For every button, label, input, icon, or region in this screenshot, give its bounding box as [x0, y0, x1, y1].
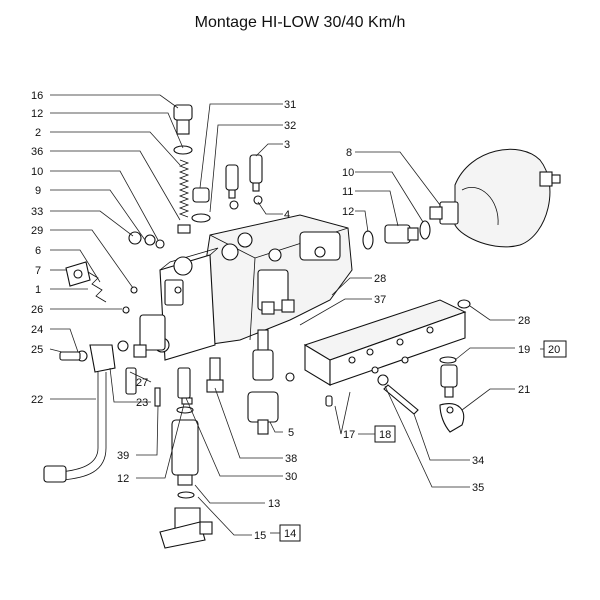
- callout-10-right: 10: [342, 167, 354, 179]
- callout-19: 19: [518, 344, 530, 356]
- manifold-plate: [303, 299, 467, 386]
- callout-26: 26: [31, 304, 43, 316]
- callout-38: 38: [285, 453, 297, 465]
- callout-22: 22: [31, 394, 43, 406]
- callout-25: 25: [31, 344, 43, 356]
- callout-3: 3: [284, 139, 290, 151]
- callout-11: 11: [342, 186, 353, 198]
- callout-32: 32: [284, 120, 296, 132]
- elbow-fitting: [439, 356, 465, 433]
- callout-15: 15: [254, 530, 266, 542]
- diagram-title: Montage HI-LOW 30/40 Km/h: [194, 14, 406, 31]
- valve-body: [199, 214, 353, 346]
- callout-13: 13: [268, 498, 280, 510]
- callout-12: 12: [31, 108, 43, 120]
- callout-8: 8: [346, 147, 352, 159]
- callout-12-lower: 12: [117, 473, 129, 485]
- callout-14: 14: [284, 528, 296, 540]
- callout-27: 27: [136, 377, 148, 389]
- callout-17: 17: [343, 429, 355, 441]
- callout-36: 36: [31, 146, 43, 158]
- callout-28-right: 28: [518, 315, 530, 327]
- callout-1: 1: [35, 284, 41, 296]
- callout-28: 28: [374, 273, 386, 285]
- callout-4: 4: [284, 209, 290, 221]
- valve-front-block: [139, 247, 219, 361]
- callout-23: 23: [136, 397, 148, 409]
- callout-18: 18: [379, 429, 391, 441]
- leader-lines: [49, 94, 515, 536]
- plug: [173, 104, 193, 155]
- solenoid-lower: [159, 367, 213, 549]
- hydraulic-pipe: [43, 344, 116, 483]
- callout-24: 24: [31, 324, 43, 336]
- accumulator-sphere: [429, 148, 561, 248]
- callout-12-right: 12: [342, 206, 354, 218]
- spring: [177, 159, 191, 234]
- union-fitting: [191, 187, 211, 223]
- solenoid: [206, 329, 279, 435]
- bracket: [59, 231, 165, 362]
- callout-39: 39: [117, 450, 129, 462]
- callout-29: 29: [31, 225, 43, 237]
- callout-33: 33: [31, 206, 43, 218]
- callout-30: 30: [285, 471, 297, 483]
- callout-31: 31: [284, 99, 296, 111]
- pressure-switch: [225, 154, 263, 210]
- callout-6: 6: [35, 245, 41, 257]
- callout-20: 20: [548, 344, 560, 356]
- callout-10: 10: [31, 166, 43, 178]
- callout-9: 9: [35, 185, 41, 197]
- callout-21: 21: [518, 384, 530, 396]
- callout-34: 34: [472, 455, 484, 467]
- callout-5: 5: [288, 427, 294, 439]
- callout-7: 7: [35, 265, 41, 277]
- callout-labels: 16 12 2 36 10 9 33 29 6 7 1 26 24 25 22 …: [31, 90, 560, 542]
- callout-37: 37: [374, 294, 386, 306]
- callout-2: 2: [35, 127, 41, 139]
- callout-35: 35: [472, 482, 484, 494]
- adapter-fitting: [362, 220, 431, 250]
- callout-16: 16: [31, 90, 43, 102]
